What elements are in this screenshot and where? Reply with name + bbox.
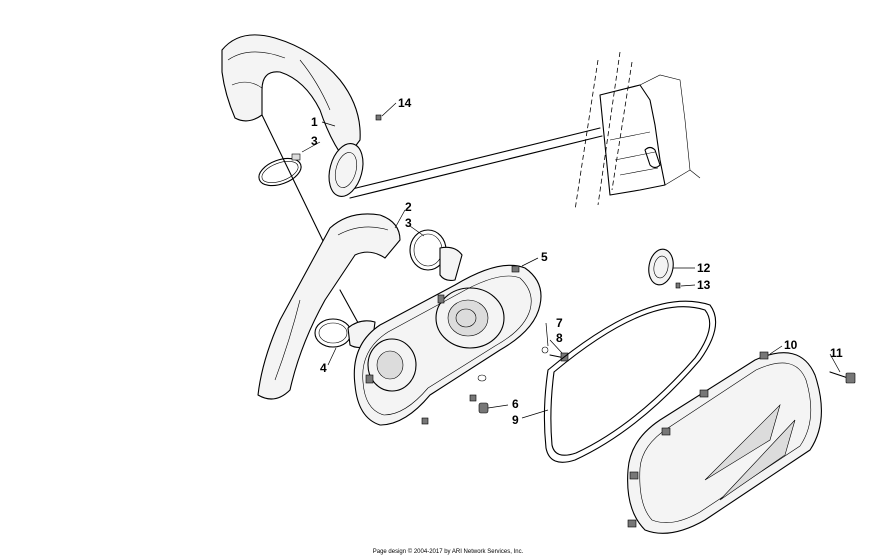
callout-2: 2 [405, 200, 412, 214]
callout-1: 1 [311, 115, 318, 129]
callout-3-upper: 3 [311, 134, 318, 148]
frame-section [574, 51, 701, 211]
gasket-12 [648, 248, 681, 289]
callout-6: 6 [512, 397, 519, 411]
callout-5: 5 [541, 250, 548, 264]
flange-adapter-upper [328, 114, 382, 197]
inner-cvt-cover [353, 264, 542, 426]
callout-13: 13 [697, 278, 711, 292]
callout-10: 10 [784, 338, 798, 352]
bolt-washer-7-8 [541, 346, 569, 362]
bolt-11 [829, 371, 856, 384]
upper-clamp [258, 153, 302, 187]
callout-4: 4 [320, 361, 327, 375]
drive-belt [543, 300, 717, 463]
frame-rod [347, 127, 603, 199]
copyright-footer: Page design © 2004-2017 by ARI Network S… [372, 549, 524, 555]
leader-lines [301, 102, 841, 419]
callout-labels: 1 14 3 2 3 5 12 13 7 8 4 10 11 6 9 [311, 96, 843, 427]
callout-12: 12 [697, 261, 711, 275]
callout-14: 14 [398, 96, 412, 110]
upper-intake-hose [221, 34, 361, 246]
drain-plug [478, 402, 489, 414]
callout-11: 11 [830, 346, 843, 360]
callout-9: 9 [512, 413, 519, 427]
outer-cvt-cover [627, 351, 822, 534]
callout-3-lower: 3 [405, 216, 412, 230]
lower-clamp [409, 229, 463, 281]
callout-7: 7 [556, 316, 563, 330]
callout-8: 8 [556, 331, 563, 345]
